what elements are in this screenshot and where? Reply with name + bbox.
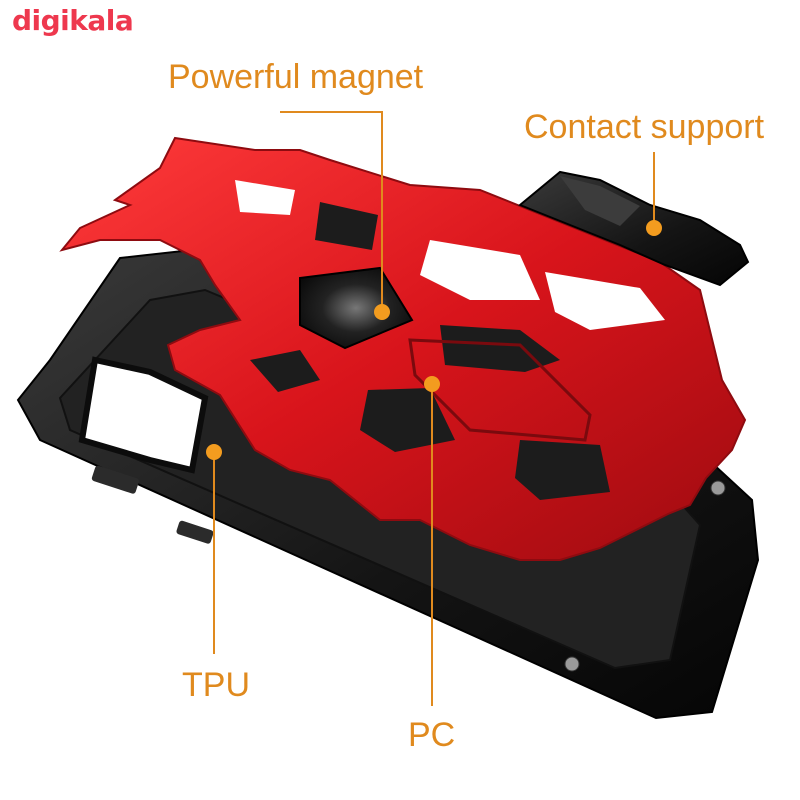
contact-dot-icon bbox=[646, 220, 662, 236]
callout-powerful-magnet: Powerful magnet bbox=[168, 58, 424, 96]
callout-dots bbox=[206, 220, 662, 460]
magnet-leader-line bbox=[280, 111, 383, 312]
callout-pc: PC bbox=[408, 716, 456, 754]
kickstand bbox=[408, 338, 592, 442]
contact-support-clip bbox=[518, 170, 750, 287]
digikala-logo: digikala bbox=[12, 4, 134, 37]
callout-contact-support: Contact support bbox=[524, 108, 765, 146]
screw-icon bbox=[564, 656, 580, 672]
callout-tpu: TPU bbox=[182, 666, 250, 704]
magnet-plate bbox=[299, 266, 414, 350]
camera-cutout bbox=[78, 356, 209, 474]
tpu-dot-icon bbox=[206, 444, 222, 460]
callout-lines bbox=[213, 111, 655, 706]
screw-icon bbox=[710, 480, 726, 496]
pc-dot-icon bbox=[424, 376, 440, 392]
magnet-dot-icon bbox=[374, 304, 390, 320]
pc-frame bbox=[59, 136, 747, 561]
